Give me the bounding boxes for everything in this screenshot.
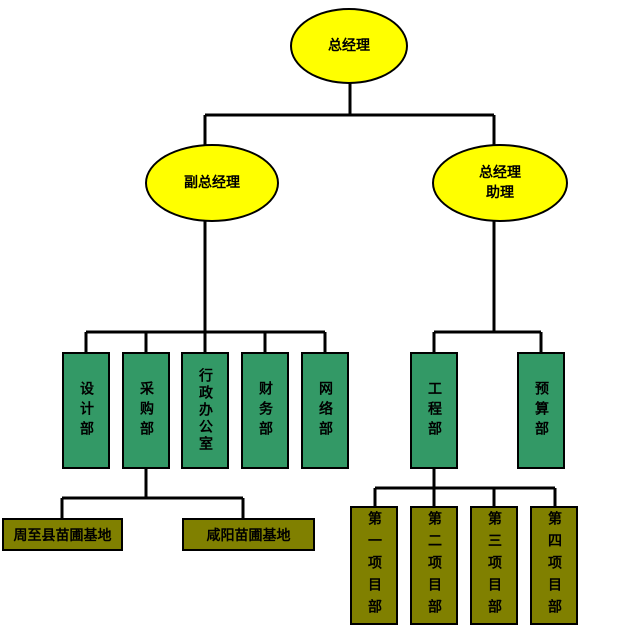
department-design-label: 设计部: [78, 380, 94, 441]
department-budget-label: 预算部: [533, 380, 549, 441]
department-admin-office-label: 行政办公室: [197, 368, 213, 453]
department-purchasing-label: 采购部: [138, 380, 154, 441]
department-design: 设计部: [62, 352, 110, 469]
assistant-label-line1: 总经理: [479, 165, 521, 181]
general-manager-label: 总经理: [328, 38, 370, 54]
project-dept-third-label: 第三项目部: [486, 510, 502, 621]
deputy-general-manager-node: 副总经理: [145, 144, 279, 222]
department-network-label: 网络部: [317, 380, 333, 441]
department-purchasing: 采购部: [122, 352, 170, 469]
project-dept-first-label: 第一项目部: [366, 510, 382, 621]
assistant-label-line2: 助理: [486, 185, 514, 201]
project-dept-fourth-label: 第四项目部: [546, 510, 562, 621]
nursery-base-zhouzhi: 周至县苗圃基地: [2, 518, 123, 551]
nursery-base-xianyang: 咸阳苗圃基地: [182, 518, 315, 551]
department-engineering: 工程部: [410, 352, 458, 469]
department-finance: 财务部: [241, 352, 289, 469]
department-budget: 预算部: [517, 352, 565, 469]
department-finance-label: 财务部: [257, 380, 273, 441]
department-engineering-label: 工程部: [426, 380, 442, 441]
nursery-base-zhouzhi-label: 周至县苗圃基地: [13, 527, 112, 544]
department-admin-office: 行政办公室: [181, 352, 229, 469]
deputy-general-manager-label: 副总经理: [184, 175, 240, 191]
project-dept-first: 第一项目部: [350, 506, 398, 625]
project-dept-third: 第三项目部: [470, 506, 518, 625]
project-dept-fourth: 第四项目部: [530, 506, 578, 625]
nursery-base-xianyang-label: 咸阳苗圃基地: [206, 527, 291, 544]
department-network: 网络部: [301, 352, 349, 469]
assistant-general-manager-node: 总经理 助理: [432, 144, 568, 222]
general-manager-node: 总经理: [290, 8, 408, 84]
project-dept-second: 第二项目部: [410, 506, 458, 625]
project-dept-second-label: 第二项目部: [426, 510, 442, 621]
